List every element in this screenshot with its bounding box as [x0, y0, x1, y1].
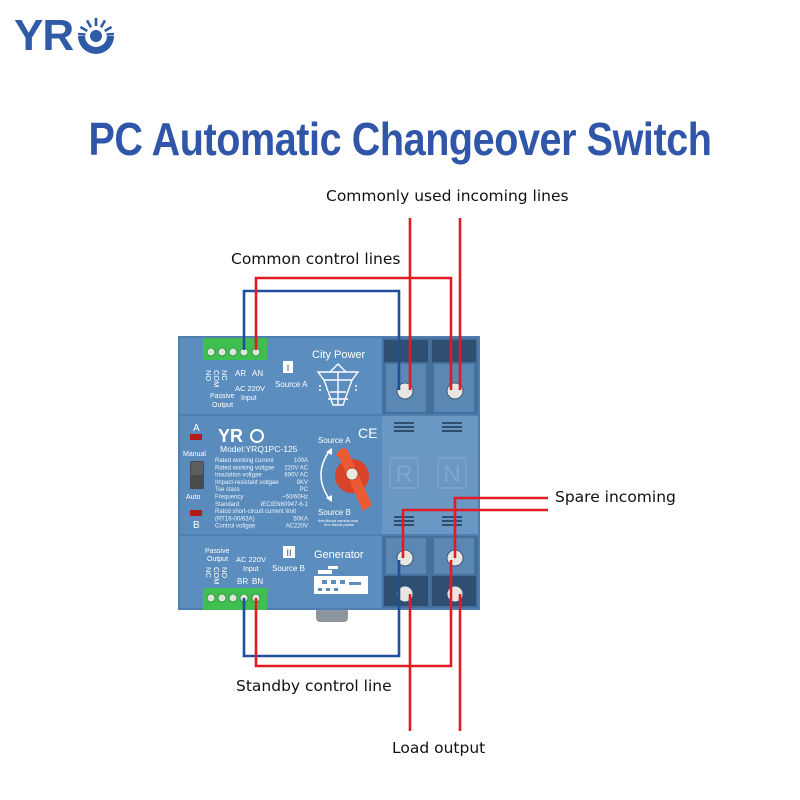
manual-label: Manual [183, 451, 206, 458]
din-rail-clip [316, 608, 348, 622]
handle-screw [345, 467, 359, 481]
generator-icon [314, 566, 368, 594]
spec-table: Rated working current 100A Rated working v… [215, 458, 309, 530]
handle-source-b-label: Source B [318, 508, 351, 517]
spare-incoming-wire-1 [453, 496, 548, 558]
brand-logo-text: YR [14, 11, 74, 60]
handle-source-a-label: Source A [318, 436, 351, 445]
auto-label: Auto [186, 494, 201, 501]
spec-key: (RT16-00/63A) [215, 516, 255, 522]
bottom-bn: BN [252, 577, 263, 586]
generator-label: Generator [314, 549, 364, 561]
phase-r-label: R [395, 461, 412, 488]
top-term-no: NO [204, 370, 213, 381]
bottom-input: Input [243, 566, 259, 573]
vent-lines [394, 422, 462, 526]
standby-control-wire-blue [242, 560, 401, 658]
bottom-ac220: AC 220V [236, 555, 266, 564]
spare-incoming-wire-2 [401, 508, 548, 558]
phase-n-label: N [443, 461, 460, 488]
label-standby-control: Standby control line [236, 677, 392, 695]
spec-key: Insulation voltgae [215, 473, 262, 479]
page-title: PC Automatic Changeover Switch [88, 113, 712, 165]
spec-key: Ratcd short-circuit current limit [215, 509, 296, 515]
spec-key: Control voltgae [215, 524, 256, 530]
common-control-wire-red [254, 276, 453, 390]
spec-value: 100A [294, 458, 308, 464]
indicator-b-light [190, 510, 202, 516]
top-source-numeral: I [287, 363, 290, 373]
handle-note-1: Note:Manual operation must [318, 519, 358, 523]
device-model: Model:YRQ1PC-125 [220, 444, 298, 454]
common-control-wire-blue [242, 289, 401, 390]
top-source-label: Source A [275, 380, 308, 389]
changeover-switch-device: R N NO COM NC Passive Output AR [178, 336, 480, 622]
ce-mark: CE [358, 425, 377, 441]
top-an: AN [252, 369, 263, 378]
device-brand: YR [218, 426, 243, 446]
top-ac220: AC 220V [235, 384, 265, 393]
bottom-term-nc: NC [204, 567, 213, 578]
bottom-source-label: Source B [272, 564, 305, 573]
transmission-tower-icon [316, 363, 360, 406]
brand-sun-icon [78, 18, 115, 54]
bottom-term-no: NO [220, 567, 229, 578]
top-ar: AR [235, 369, 246, 378]
bottom-source-numeral: II [286, 548, 291, 558]
spec-value: 690V AC [284, 473, 308, 479]
bottom-passive: Passive [205, 548, 230, 555]
spec-value: 8KV [297, 480, 308, 486]
indicator-b-label: B [193, 520, 200, 531]
top-passive: Passive [210, 393, 235, 400]
spec-value: 50KA [293, 516, 308, 522]
label-load-output: Load output [392, 739, 486, 757]
label-commonly-used-incoming: Commonly used incoming lines [326, 187, 569, 205]
spec-value: PC [300, 487, 309, 493]
spec-key: Standard [215, 502, 239, 508]
bottom-br: BR [237, 577, 248, 586]
handle-note-2: be in Manual position [324, 523, 354, 527]
bottom-term-com: COM [212, 567, 221, 585]
spec-key: Rated working current [215, 458, 274, 464]
brand-logo: YR [14, 14, 118, 58]
device-brand-sun-icon [250, 429, 264, 443]
top-output: Output [212, 402, 233, 409]
label-spare-incoming: Spare incoming [555, 488, 676, 506]
spec-key: Impact-resistant voltgae [215, 480, 279, 486]
indicator-a-label: A [193, 423, 200, 434]
standby-control-wire-red [254, 560, 453, 668]
city-power-label: City Power [312, 349, 366, 361]
bottom-output: Output [207, 556, 228, 563]
spec-key: Rated working voltgae [215, 465, 275, 471]
spec-value: IEC/EN60947-6-1 [261, 502, 309, 508]
label-common-control: Common control lines [231, 250, 401, 268]
top-term-nc: NC [220, 370, 229, 381]
spec-value: ~50/60Hz [282, 495, 308, 501]
top-term-com: COM [212, 370, 221, 388]
indicator-a-light [190, 434, 202, 440]
wires [242, 218, 548, 731]
top-input: Input [241, 395, 257, 402]
spec-key: Tse class [215, 487, 240, 493]
spec-key: Frequency [215, 495, 243, 501]
spec-value: AC220V [286, 524, 308, 530]
selector-handle[interactable] [335, 448, 372, 511]
rotation-arrow-icon [320, 449, 331, 501]
spec-value: 220V AC [284, 465, 308, 471]
